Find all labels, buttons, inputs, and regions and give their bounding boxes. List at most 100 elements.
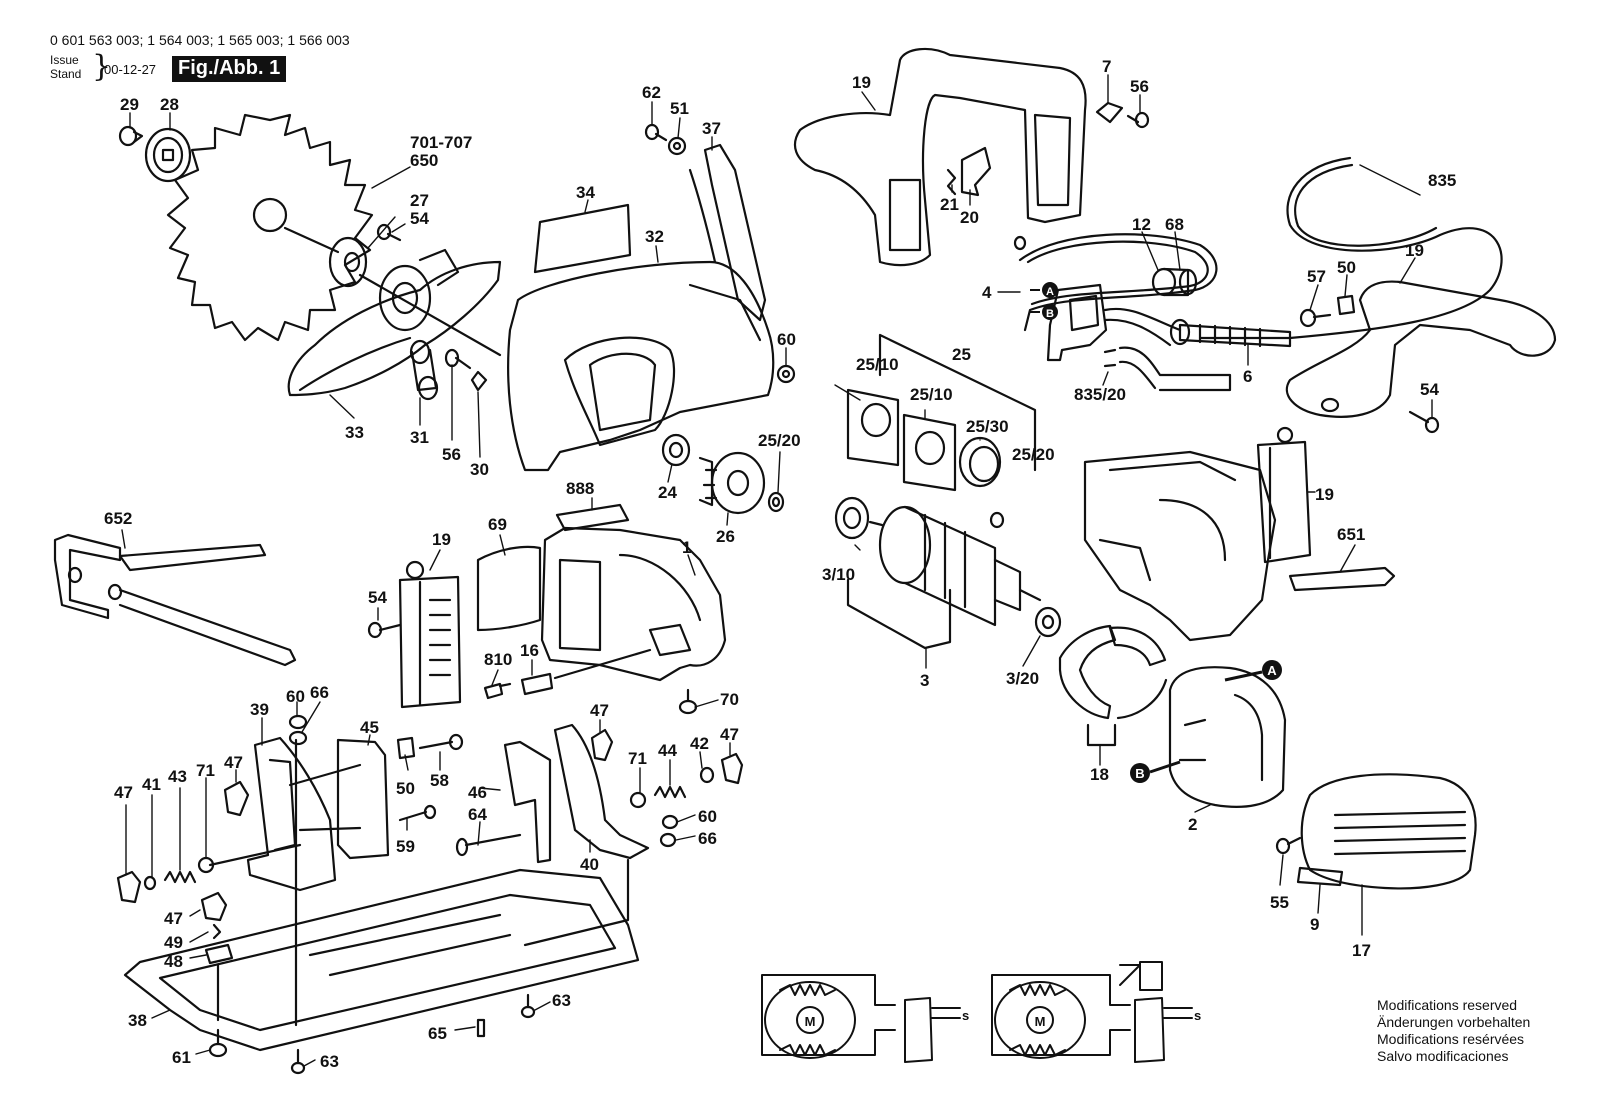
label-66-left: 66 [310, 683, 329, 702]
screw-57 [1299, 308, 1332, 328]
marker-a-top: A [1042, 282, 1058, 298]
svg-text:B: B [1135, 766, 1144, 781]
strain-relief-6 [1169, 318, 1292, 348]
upper-guard-32 [507, 260, 775, 472]
label-9: 9 [1310, 915, 1319, 934]
label-25: 25 [952, 345, 971, 364]
motor-symbol-2: M [1035, 1014, 1046, 1029]
cable-835-inner [1294, 163, 1438, 247]
wires-4 [1018, 233, 1218, 332]
marker-b-top: B [1042, 304, 1058, 320]
wire-a [1103, 307, 1182, 332]
label-3-20: 3/20 [1006, 669, 1039, 688]
wire-b [1103, 318, 1172, 347]
brush-holder-19 [1256, 426, 1312, 564]
issue-stand-label: Issue Stand [50, 53, 81, 81]
label-47-c: 47 [590, 701, 609, 720]
trigger-20 [960, 146, 992, 197]
modifications-notice: Modifications reserved Änderungen vorbeh… [1377, 997, 1530, 1065]
issue-label: Issue [50, 53, 79, 67]
spring-49 [212, 923, 222, 940]
axis-line-7 [523, 858, 630, 947]
label-71-left: 71 [196, 761, 215, 780]
screw-64 [455, 833, 522, 857]
label-63-left: 63 [320, 1052, 339, 1071]
brace-glyph: } [92, 49, 112, 84]
label-6: 6 [1243, 367, 1252, 386]
label-66-right: 66 [698, 829, 717, 848]
marker-b-bottom: B [1130, 763, 1150, 783]
axis-line [283, 226, 340, 254]
label-28: 28 [160, 95, 179, 114]
label-54-right: 54 [1420, 380, 1439, 399]
label-45: 45 [360, 718, 379, 737]
label-25-30: 25/30 [966, 417, 1009, 436]
label-2: 2 [1188, 815, 1197, 834]
label-16: 16 [520, 641, 539, 660]
label-60-left: 60 [286, 687, 305, 706]
knob-47-a [223, 780, 250, 817]
bushing-31 [409, 339, 439, 401]
label-32: 32 [645, 227, 664, 246]
label-12: 12 [1132, 215, 1151, 234]
label-19-right-handle: 19 [1405, 241, 1424, 260]
label-50-right: 50 [1337, 258, 1356, 277]
screw-54-left [367, 621, 402, 639]
label-25-20-mid: 25/20 [1012, 445, 1055, 464]
knob-47-e [200, 891, 228, 922]
saw-blade [166, 113, 374, 342]
label-835: 835 [1428, 171, 1456, 190]
label-810: 810 [484, 650, 512, 669]
label-652: 652 [104, 509, 132, 528]
part-labels: 29 28 701-707 650 27 54 62 51 37 34 32 6… [104, 57, 1456, 1071]
label-47-a: 47 [224, 753, 243, 772]
label-61: 61 [172, 1048, 191, 1067]
label-3-10: 3/10 [822, 565, 855, 584]
label-58: 58 [430, 771, 449, 790]
label-47-d: 47 [720, 725, 739, 744]
axis-lines-45 [288, 763, 362, 832]
spring-44 [653, 785, 687, 799]
label-20: 20 [960, 208, 979, 227]
label-55: 55 [1270, 893, 1289, 912]
label-4: 4 [982, 283, 992, 302]
plate-9 [1296, 866, 1344, 887]
washer-71-b [629, 791, 647, 809]
bracket-46 [503, 740, 552, 864]
marker-b-wire [1149, 760, 1181, 774]
label-24: 24 [658, 483, 677, 502]
label-59: 59 [396, 837, 415, 856]
model-numbers: 0 601 563 003; 1 564 003; 1 565 003; 1 5… [50, 32, 350, 48]
cable-835 [1198, 156, 1503, 340]
label-54-top: 54 [410, 209, 429, 228]
screw-56 [444, 348, 472, 370]
label-44: 44 [658, 741, 677, 760]
leader-lines [121, 74, 1433, 1067]
brush-holder-19-left [398, 560, 462, 709]
bearing-24 [661, 433, 691, 467]
riving-knife-37 [688, 143, 767, 322]
label-19-brush-left: 19 [432, 530, 451, 549]
label-21: 21 [940, 195, 959, 214]
handle-19-top [793, 47, 1087, 267]
spring-43 [163, 870, 197, 884]
svg-text:A: A [1267, 663, 1277, 678]
bracket-45 [336, 738, 390, 860]
washer-51 [667, 136, 687, 156]
flange-28 [144, 127, 192, 183]
part-810 [483, 682, 512, 700]
label-1: 1 [682, 538, 691, 557]
pin-42 [699, 766, 715, 784]
bracket-3 [846, 578, 952, 650]
part-16 [520, 672, 554, 696]
knob-47-c [590, 728, 614, 762]
label-33: 33 [345, 423, 364, 442]
bracket-25 [878, 333, 1037, 472]
switch-s-1: s [962, 1008, 969, 1023]
screw-59 [398, 804, 437, 822]
label-27: 27 [410, 191, 429, 210]
screw-55 [1275, 836, 1302, 855]
notice-de: Änderungen vorbehalten [1377, 1014, 1531, 1030]
label-25-20-top: 25/20 [758, 431, 801, 450]
knob-47-b [116, 870, 142, 904]
